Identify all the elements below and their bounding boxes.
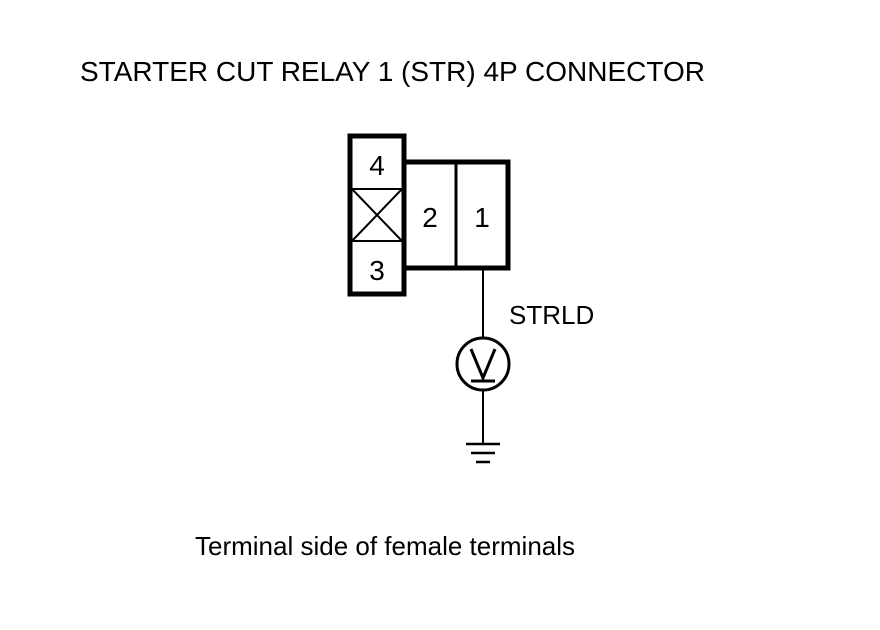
diagram-caption: Terminal side of female terminals xyxy=(195,531,576,561)
ground-icon xyxy=(466,442,500,464)
terminal-2-label: 2 xyxy=(422,202,438,233)
wire-label: STRLD xyxy=(509,300,594,330)
diagram-title: STARTER CUT RELAY 1 (STR) 4P CONNECTOR xyxy=(80,56,705,87)
empty-cavity-cross xyxy=(351,188,403,242)
terminal-1-label: 1 xyxy=(474,202,490,233)
voltmeter-icon xyxy=(455,336,511,392)
terminal-3-label: 3 xyxy=(369,255,385,286)
terminal-4-label: 4 xyxy=(369,150,385,181)
